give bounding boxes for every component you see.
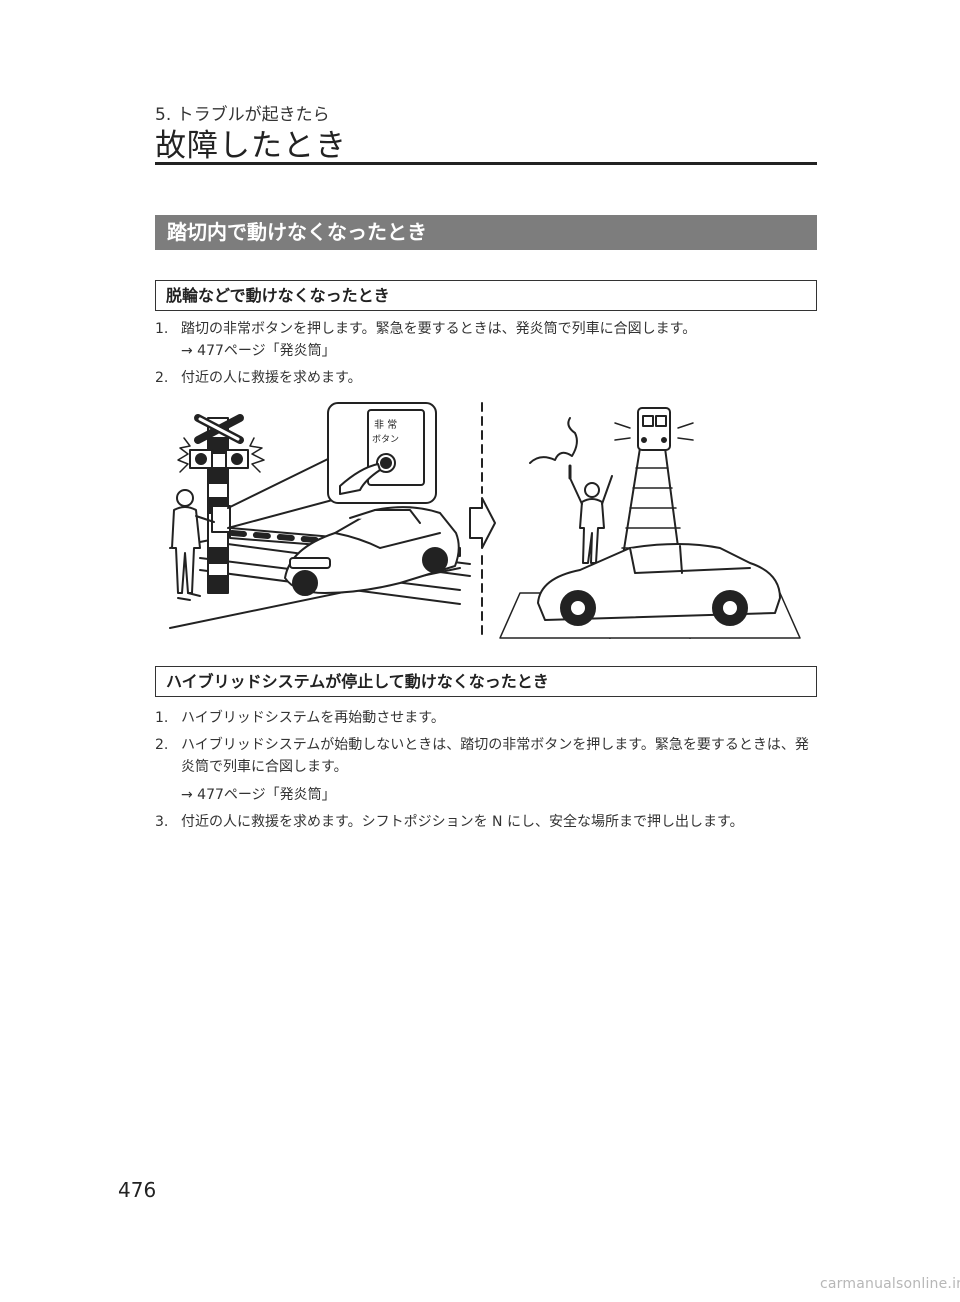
- stuck-car-left: [284, 506, 460, 596]
- step-item: 2. 付近の人に救援を求めます。: [155, 367, 820, 389]
- left-scene: 非 常 ボタン: [169, 402, 471, 629]
- page-number: 476: [118, 1178, 157, 1202]
- watermark: carmanualsonline.info: [820, 1276, 960, 1292]
- person-waving-flare: [568, 464, 613, 564]
- railroad-crossing-illustration: 非 常 ボタン: [169, 402, 801, 639]
- page-reference-link[interactable]: → 477ページ「発炎筒」: [181, 343, 336, 359]
- step-number: 1.: [155, 710, 169, 726]
- steps-derailment: 1. 踏切の非常ボタンを押します。緊急を要するときは、発炎筒で列車に合図します。…: [155, 318, 820, 394]
- page-title: 故障したとき: [155, 128, 347, 164]
- person-pressing-button: [171, 489, 215, 601]
- subsection-title-derailment: 脱輪などで動けなくなったとき: [155, 280, 817, 311]
- step-number: 3.: [155, 814, 169, 830]
- sequence-arrow-icon: [469, 497, 496, 549]
- subsection-title-hybrid-stopped: ハイブリッドシステムが停止して動けなくなったとき: [155, 666, 817, 697]
- right-scene: [499, 407, 801, 639]
- steps-hybrid-stopped: 1. ハイブリッドシステムを再始動させます。 2. ハイブリッドシステムが始動し…: [155, 707, 820, 838]
- step-number: 2.: [155, 737, 169, 753]
- step-item: 1. 踏切の非常ボタンを押します。緊急を要するときは、発炎筒で列車に合図します。…: [155, 318, 820, 362]
- step-number: 1.: [155, 321, 169, 337]
- approaching-train: [637, 407, 671, 451]
- page-reference-link[interactable]: → 477ページ「発炎筒」: [181, 787, 336, 803]
- button-label-line1: 非 常: [374, 418, 397, 431]
- section-title: 踏切内で動けなくなったとき: [155, 215, 817, 250]
- step-item: 3. 付近の人に救援を求めます。シフトポジションを N にし、安全な場所まで押し…: [155, 811, 820, 833]
- step-item: 2. ハイブリッドシステムが始動しないときは、踏切の非常ボタンを押します。緊急を…: [155, 734, 820, 806]
- step-number: 2.: [155, 370, 169, 386]
- step-text: ハイブリッドシステムを再始動させます。: [181, 710, 445, 726]
- step-text: 付近の人に救援を求めます。: [181, 370, 362, 386]
- emergency-box: [211, 505, 231, 533]
- chapter-heading: 5. トラブルが起きたら: [155, 105, 330, 125]
- flare-smoke: [529, 417, 578, 464]
- stuck-car-right: [537, 543, 781, 626]
- step-text: 踏切の非常ボタンを押します。緊急を要するときは、発炎筒で列車に合図します。: [181, 321, 697, 337]
- step-text: 付近の人に救援を求めます。シフトポジションを N にし、安全な場所まで押し出しま…: [181, 814, 744, 830]
- title-rule: [155, 162, 817, 165]
- step-item: 1. ハイブリッドシステムを再始動させます。: [155, 707, 820, 729]
- button-label-line2: ボタン: [372, 434, 399, 445]
- step-text: ハイブリッドシステムが始動しないときは、踏切の非常ボタンを押します。緊急を要する…: [181, 737, 809, 775]
